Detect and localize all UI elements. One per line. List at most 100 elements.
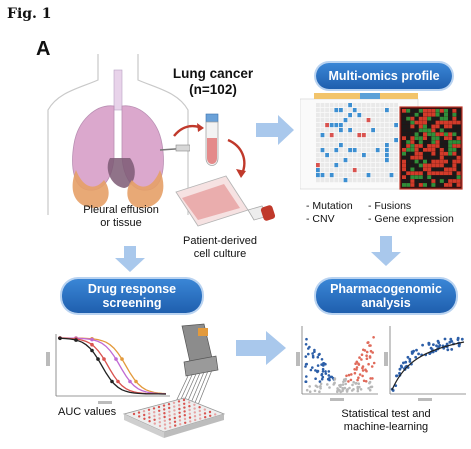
volcano-point xyxy=(304,365,307,368)
expression-cell xyxy=(452,163,457,168)
volcano-point xyxy=(360,353,364,356)
volcano-point xyxy=(345,374,348,378)
expression-cell xyxy=(410,120,415,125)
volcano-point xyxy=(313,348,316,352)
mutation-cell xyxy=(371,138,375,143)
volcano-point xyxy=(365,357,369,360)
scatter-point xyxy=(450,340,454,343)
expression-cell xyxy=(427,155,432,160)
well xyxy=(148,412,151,415)
volcano-point xyxy=(317,353,321,356)
mutation-cell xyxy=(316,158,320,163)
scatter-point xyxy=(443,337,447,341)
mutation-cell xyxy=(375,128,380,133)
expression-cell xyxy=(448,136,453,140)
expression-cell xyxy=(418,124,423,129)
well xyxy=(204,416,207,419)
mutation-cell xyxy=(385,178,389,183)
mutation-cell xyxy=(385,168,389,173)
well xyxy=(163,412,166,415)
expression-cell xyxy=(456,171,461,176)
expression-cell xyxy=(402,124,406,129)
well xyxy=(188,412,191,415)
mutation-cell xyxy=(320,103,325,108)
scatter-point xyxy=(429,346,433,350)
mutation-cell xyxy=(389,103,394,108)
volcano-point xyxy=(358,373,362,376)
expression-cell xyxy=(427,136,432,140)
volcano-point xyxy=(349,378,353,382)
mutation-cell xyxy=(339,163,343,168)
expression-cell xyxy=(456,116,461,121)
expression-cell xyxy=(414,124,419,129)
mutation-cell xyxy=(329,143,334,148)
mutation-cell xyxy=(394,118,398,123)
pharmacogenomic-line2: analysis xyxy=(361,296,411,310)
mutation-cell xyxy=(352,113,357,118)
expression-cell xyxy=(402,167,406,172)
expression-cell xyxy=(431,140,436,144)
mutation-cell xyxy=(320,118,325,123)
mutation-cell xyxy=(394,153,398,158)
expression-cell xyxy=(431,109,436,113)
mutation-cell xyxy=(329,128,334,133)
expression-cell xyxy=(418,136,423,140)
mutation-cell xyxy=(394,163,398,168)
sample-to-culture-graphic xyxy=(173,113,276,227)
mutation-cell xyxy=(385,173,389,178)
volcano-point xyxy=(322,362,326,365)
mutation-cell xyxy=(348,103,352,108)
expression-cell xyxy=(456,179,461,183)
mutation-cell xyxy=(389,158,394,163)
expression-cell xyxy=(444,155,448,160)
expression-cell xyxy=(439,171,444,176)
feature-mutation: - Mutation xyxy=(306,200,353,212)
volcano-point xyxy=(304,363,308,366)
volcano-point xyxy=(320,363,323,366)
expression-cell xyxy=(414,155,419,160)
mutation-cell xyxy=(362,178,366,183)
mutation-cell xyxy=(329,178,334,183)
mutation-cell xyxy=(385,143,389,148)
scatter-point xyxy=(398,367,402,371)
mutation-cell xyxy=(394,128,398,133)
mutation-cell xyxy=(325,143,329,148)
mutation-cell xyxy=(343,108,348,113)
mutation-cell xyxy=(320,138,325,143)
mutation-cell xyxy=(339,148,343,153)
right-arrow-icon xyxy=(256,115,294,145)
expression-cell xyxy=(431,175,436,179)
mutation-cell xyxy=(316,103,320,108)
mutation-cell xyxy=(316,138,320,143)
expression-cell xyxy=(448,144,453,148)
mutation-cell xyxy=(375,108,380,113)
feature-gene-expression: - Gene expression xyxy=(368,213,454,225)
drug-response-line2: screening xyxy=(102,296,162,310)
mutation-cell xyxy=(357,158,362,163)
mutation-cell xyxy=(325,163,329,168)
well xyxy=(148,416,151,419)
volcano-point xyxy=(308,390,312,393)
expression-cell xyxy=(435,109,440,113)
mutation-cell xyxy=(357,153,362,158)
mutation-cell xyxy=(385,113,389,118)
volcano-point xyxy=(356,378,359,382)
volcano-point xyxy=(326,377,330,381)
mutation-cell xyxy=(385,133,389,138)
expression-cell xyxy=(452,144,457,148)
expression-cell xyxy=(414,159,419,164)
mutation-cell xyxy=(375,178,380,183)
volcano-point xyxy=(336,387,339,390)
expression-cell xyxy=(402,179,406,183)
expression-cell xyxy=(452,132,457,137)
mutation-cell xyxy=(380,128,385,133)
cohort-title-line1: Lung cancer xyxy=(172,66,254,81)
culture-caption-line2: cell culture xyxy=(193,248,247,260)
mutation-cell xyxy=(362,168,366,173)
mutation-cell xyxy=(389,168,394,173)
expression-cell xyxy=(406,144,411,148)
well xyxy=(209,414,212,417)
expression-cell xyxy=(406,116,411,121)
expression-cell xyxy=(444,112,448,117)
expression-cell xyxy=(402,109,406,113)
